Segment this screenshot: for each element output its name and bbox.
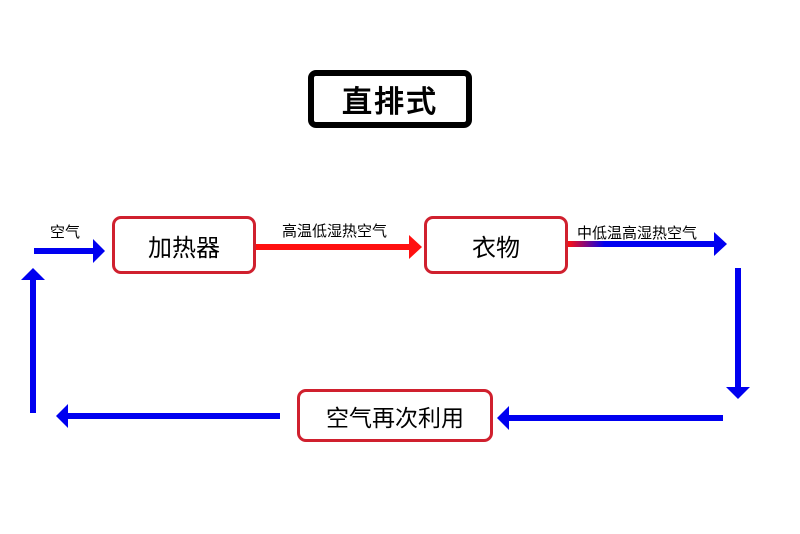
- arrow-left-up: [21, 268, 45, 413]
- clothes-node: 衣物: [424, 216, 568, 274]
- arrow-air-to-heater: [34, 239, 105, 263]
- air-reuse-node: 空气再次利用: [297, 389, 493, 442]
- arrow-heater-to-clothes: [256, 235, 422, 259]
- diagram-title: 直排式: [308, 70, 472, 128]
- hot-dry-air-label: 高温低湿热空气: [282, 222, 388, 240]
- arrow-into-reuse: [497, 406, 723, 430]
- air-input-label: 空气: [50, 223, 81, 241]
- arrow-clothes-out: [568, 232, 727, 256]
- heater-node: 加热器: [112, 216, 256, 274]
- arrow-reuse-out: [56, 404, 280, 428]
- mid-humid-air-label: 中低温高湿热空气: [577, 224, 698, 242]
- arrow-right-down: [726, 268, 750, 399]
